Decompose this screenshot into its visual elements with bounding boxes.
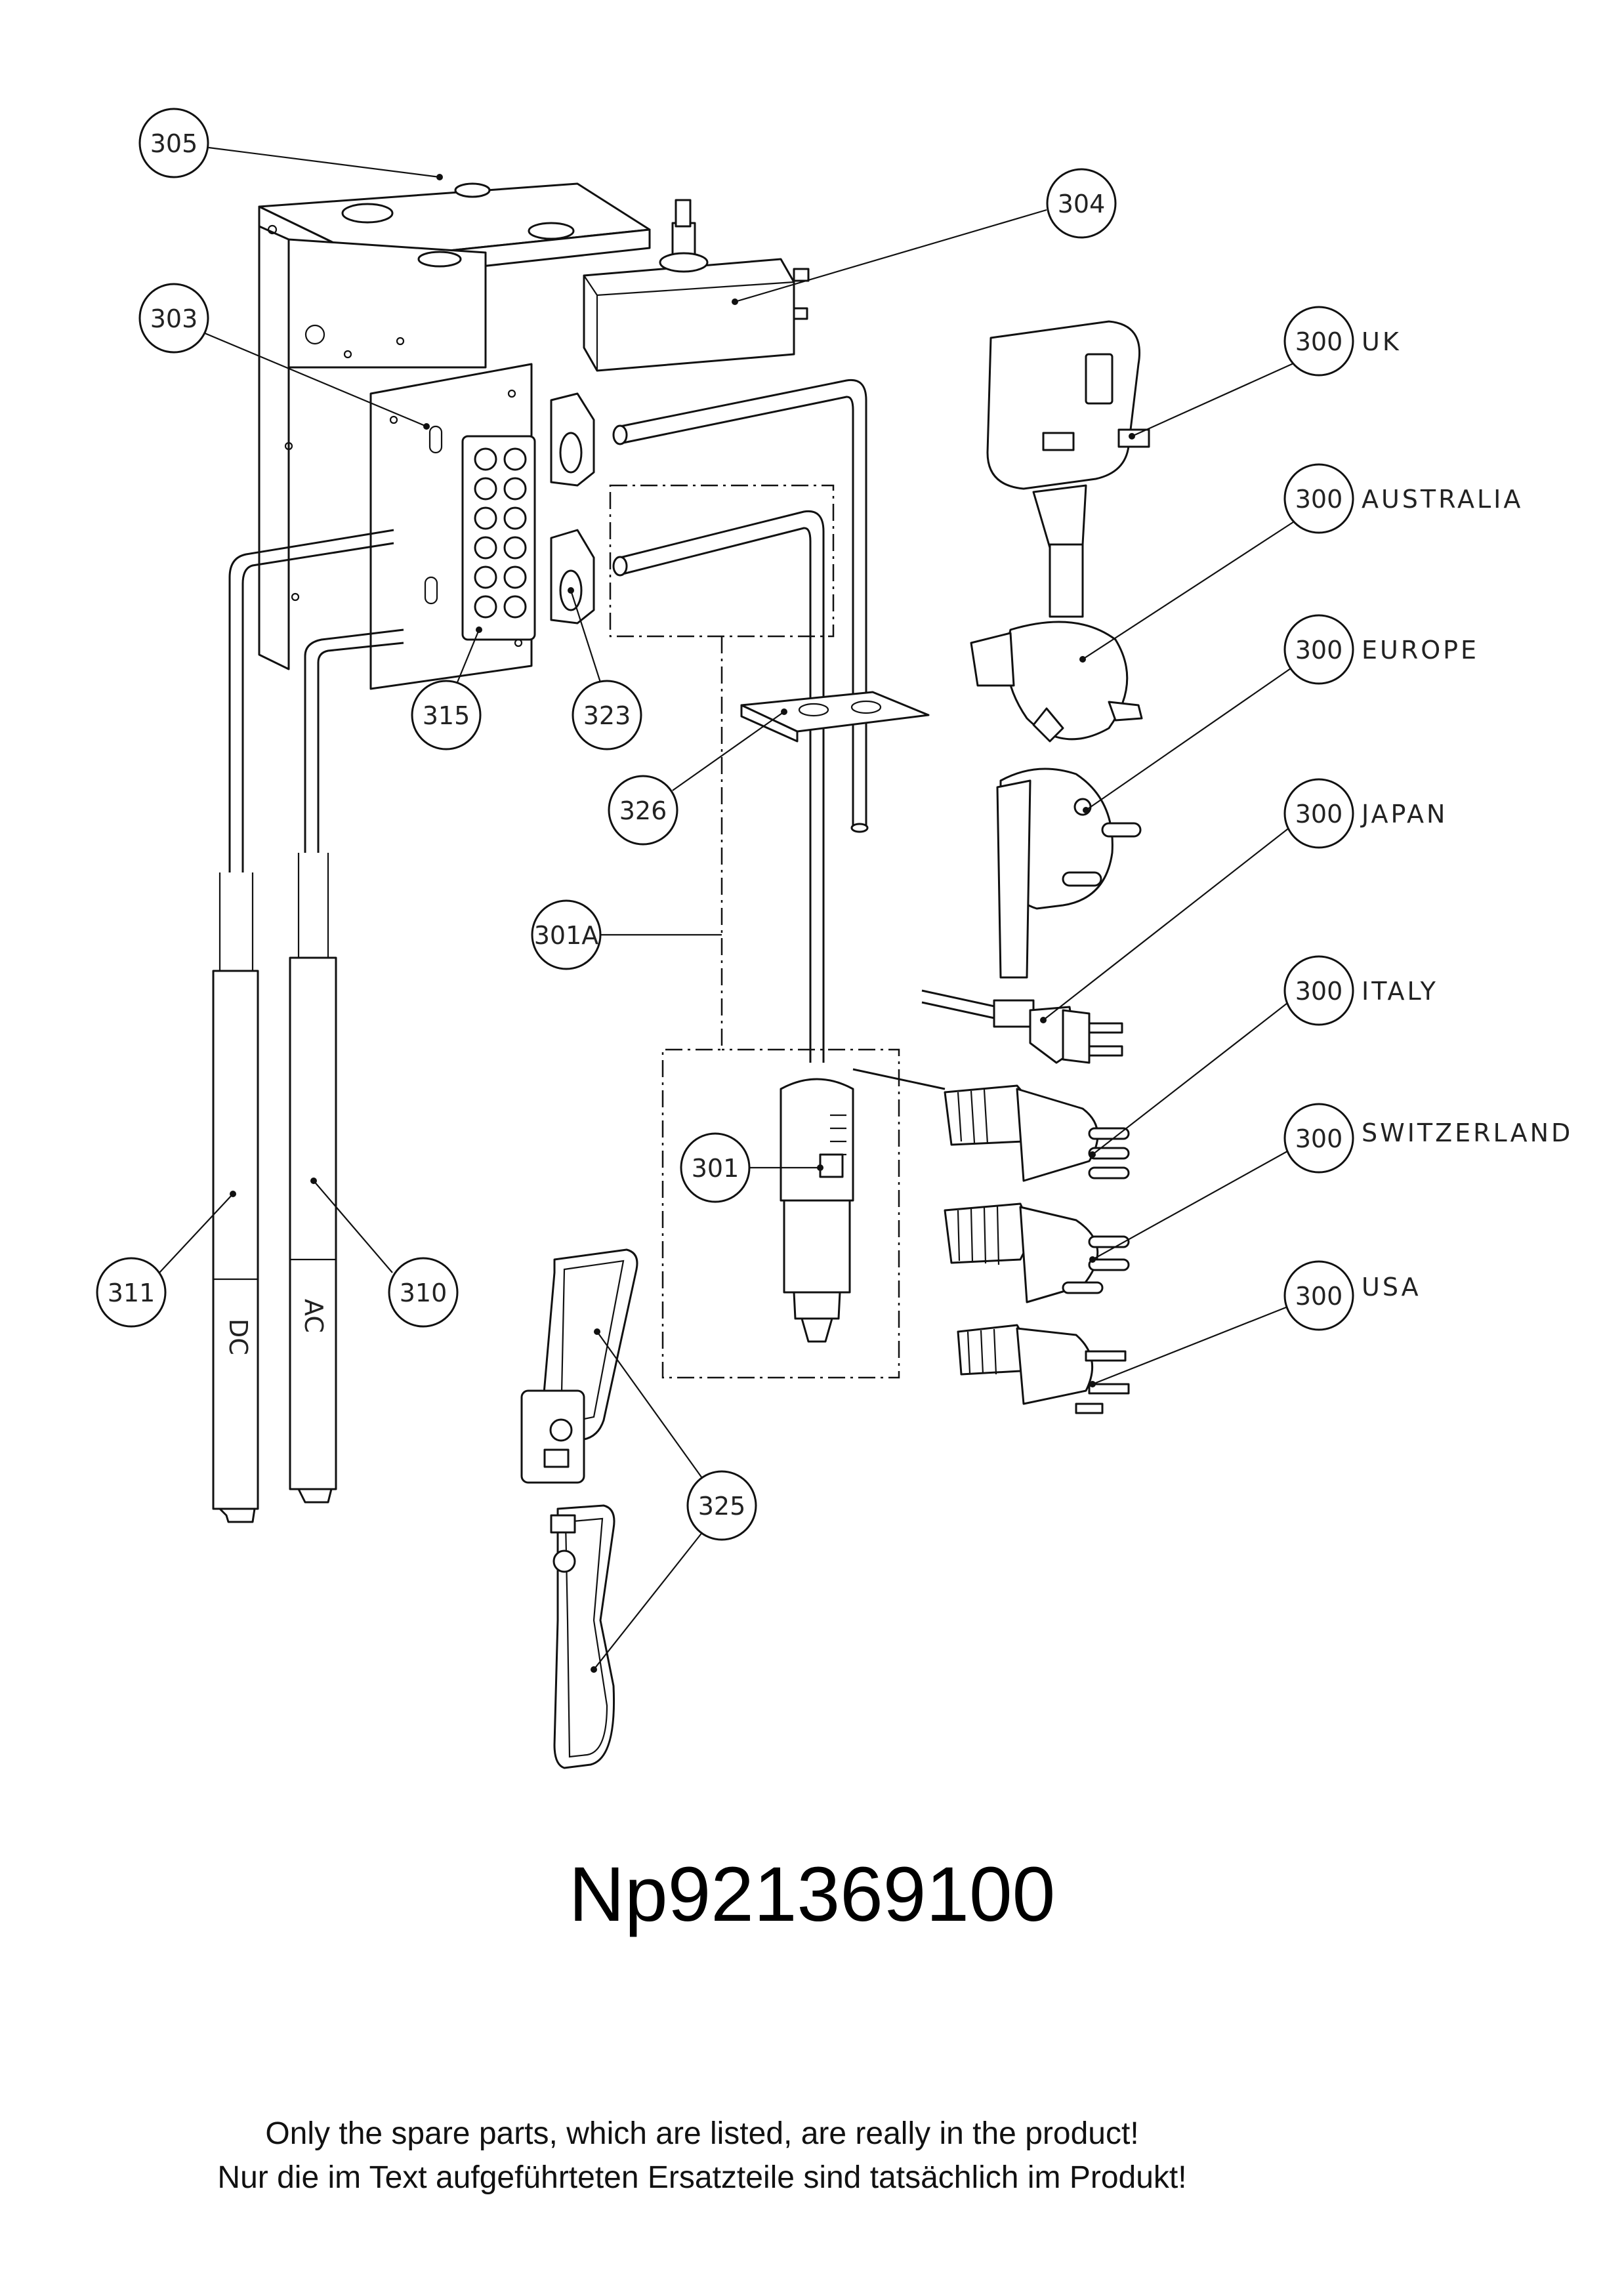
callout-310: 310 (388, 1257, 459, 1328)
svg-text:301A: 301A (534, 921, 599, 950)
clips-325 (520, 1248, 638, 1769)
document-number: Np921369100 (568, 1851, 1056, 1938)
svg-text:EUROPE: EUROPE (1362, 636, 1479, 665)
plug-usa (957, 1324, 1130, 1414)
note-english: Only the spare parts, which are listed, … (265, 2116, 1139, 2151)
svg-text:323: 323 (583, 701, 631, 730)
plug-europe (996, 768, 1142, 979)
plug-switzerland (944, 1202, 1130, 1303)
callout-304: 304 (1046, 168, 1117, 239)
heating-element-301a (612, 379, 930, 1063)
cable-mark-ac: AC (299, 1299, 328, 1333)
svg-text:304: 304 (1058, 190, 1106, 218)
svg-text:326: 326 (619, 796, 667, 825)
thermostat-304 (583, 199, 810, 372)
svg-text:300: 300 (1295, 636, 1343, 665)
callout-305: 305 (138, 108, 209, 178)
callout-301: 301 (680, 1132, 751, 1203)
cable-310-ac (289, 628, 404, 1504)
callout-303: 303 (138, 283, 209, 354)
plug-japan (921, 989, 1123, 1064)
cable-mark-dc: DC (224, 1319, 253, 1355)
svg-text:300: 300 (1295, 800, 1343, 829)
svg-text:300: 300 (1295, 1282, 1343, 1311)
svg-text:300: 300 (1295, 977, 1343, 1006)
plug-uk (986, 320, 1150, 618)
svg-text:JAPAN: JAPAN (1360, 800, 1447, 829)
callout-301a: 301A (531, 899, 602, 970)
svg-text:311: 311 (108, 1279, 156, 1307)
callout-300-australia: 300 AUSTRALIA (1283, 463, 1523, 534)
svg-text:303: 303 (150, 304, 198, 333)
note-german: Nur die im Text aufgeführteten Ersatztei… (217, 2160, 1187, 2195)
callout-311: 311 (96, 1257, 167, 1328)
svg-text:300: 300 (1295, 485, 1343, 514)
callout-300-europe: 300 EUROPE (1283, 614, 1479, 685)
assembly-outline-301a (609, 484, 835, 638)
callout-300-japan: 300 JAPAN (1283, 778, 1447, 849)
svg-text:ITALY: ITALY (1362, 977, 1438, 1006)
callout-300-italy: 300 ITALY (1283, 955, 1438, 1026)
svg-text:UK: UK (1362, 327, 1402, 356)
cable-311-dc (212, 529, 394, 1523)
leader-lines (159, 146, 1300, 1673)
svg-text:305: 305 (150, 129, 198, 158)
plug-australia (970, 621, 1143, 743)
plug-italy (944, 1084, 1130, 1182)
svg-text:315: 315 (423, 701, 470, 730)
callout-300-switzerland: 300 SWITZERLAND (1283, 1103, 1573, 1174)
cable-clamps-323 (550, 392, 595, 625)
callout-325: 325 (686, 1470, 757, 1541)
svg-text:325: 325 (698, 1492, 746, 1521)
assembly-outline-301a-lower (661, 636, 900, 1379)
callout-326: 326 (608, 775, 678, 846)
terminal-block-315 (461, 435, 536, 641)
callout-300-uk: 300 UK (1283, 306, 1402, 377)
svg-text:USA: USA (1362, 1273, 1421, 1302)
svg-text:300: 300 (1295, 327, 1343, 356)
plug-301 (780, 1068, 946, 1343)
callout-323: 323 (572, 680, 642, 750)
svg-text:301: 301 (692, 1154, 739, 1183)
svg-text:AUSTRALIA: AUSTRALIA (1362, 485, 1523, 514)
svg-text:SWITZERLAND: SWITZERLAND (1362, 1118, 1573, 1147)
svg-text:310: 310 (400, 1279, 448, 1307)
callout-315: 315 (411, 680, 482, 750)
mounting-bracket-305 (258, 182, 651, 670)
svg-text:300: 300 (1295, 1124, 1343, 1153)
callout-300-usa: 300 USA (1283, 1260, 1421, 1331)
